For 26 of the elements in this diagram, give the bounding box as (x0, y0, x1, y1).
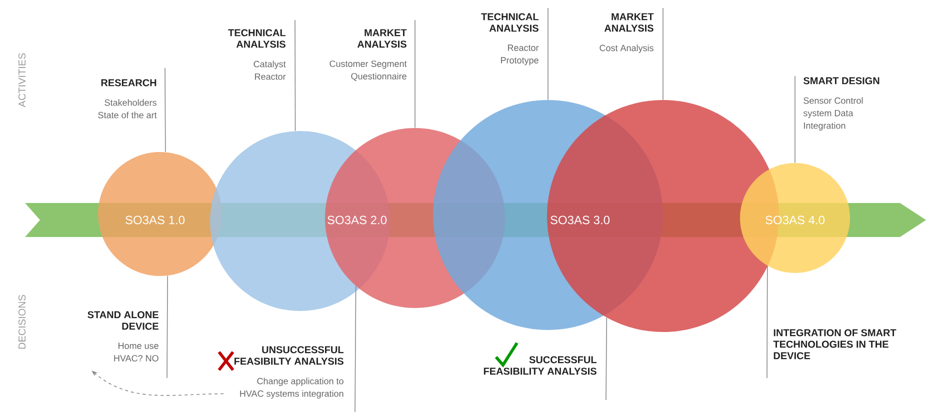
annotation-text: RESEARCH Stakeholders State of the art (98, 79, 157, 118)
leader-line (294, 20, 296, 132)
annotation-text: TECHNICAL ANALYSIS Catalyst Reactor (228, 29, 286, 80)
annotation-text: MARKET ANALYSIS Customer Segment Questionnaire (330, 29, 407, 82)
leader-line (606, 317, 608, 400)
annotation-text: TECHNICAL ANALYSIS Reactor Prototype (481, 13, 539, 66)
annotation-text: MARKET ANALYSIS Cost Analysis (600, 13, 654, 53)
leader-line (766, 265, 768, 378)
leader-line (354, 286, 356, 412)
annotation-text: SUCCESSFUL FEASIBILITY ANALYSIS (484, 356, 596, 375)
leader-line (414, 20, 416, 128)
leader-line (166, 275, 168, 378)
leader-line (164, 68, 166, 152)
stage-label: SO3AS 3.0 (550, 216, 610, 224)
stage-label: SO3AS 1.0 (126, 216, 185, 224)
stage-label: SO3AS 2.0 (328, 216, 387, 224)
annotation-text: UNSUCCESSFUL FEASIBILTY ANALYSIS Change application to HVAC systems integration (234, 346, 344, 399)
leader-line (794, 76, 796, 164)
annotation-text: SMART DESIGN Sensor Control system Data Integration (803, 77, 880, 131)
axis-title: DECISIONS (18, 294, 26, 349)
axis-title: ACTIVITIES (18, 53, 26, 108)
annotation-text: INTEGRATION OF SMART TECHNOLOGIES IN THE DEVICE (773, 329, 896, 360)
annotation-text: STAND ALONE DEVICE Home use HVAC? NO (88, 311, 158, 362)
stage-label: SO3AS 4.0 (766, 216, 825, 224)
leader-line (662, 8, 664, 100)
stage-circle (740, 163, 850, 273)
